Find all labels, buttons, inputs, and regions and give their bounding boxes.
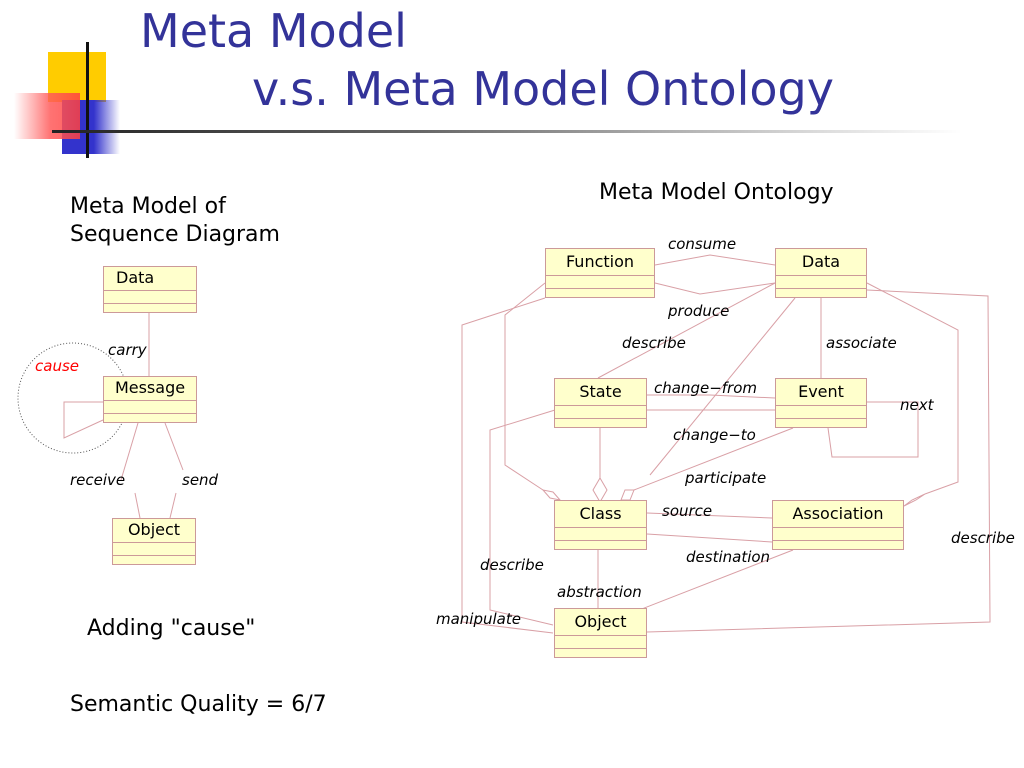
- box-section: [113, 556, 195, 568]
- label-change-to: change−to: [673, 426, 756, 444]
- label-describe-class-object: describe: [480, 556, 544, 574]
- label-participate: participate: [685, 469, 767, 487]
- box-section: [104, 401, 196, 414]
- logo-vertical-line: [86, 42, 89, 158]
- box-class-label: Class: [555, 501, 646, 528]
- box-section: [113, 543, 195, 556]
- box-event-label: Event: [776, 379, 866, 406]
- box-association-label: Association: [773, 501, 903, 528]
- label-describe-right: describe: [951, 529, 1015, 547]
- box-state-label: State: [555, 379, 646, 406]
- box-function: Function: [545, 248, 655, 298]
- label-abstraction: abstraction: [557, 583, 642, 601]
- box-section: [776, 276, 866, 289]
- left-box-message-label: Message: [104, 377, 196, 401]
- left-box-message: Message: [103, 376, 197, 423]
- label-consume: consume: [668, 235, 737, 253]
- label-cause: cause: [35, 357, 79, 375]
- adding-cause-note: Adding "cause": [87, 616, 256, 641]
- label-produce: produce: [668, 302, 730, 320]
- left-box-data: Data: [103, 266, 197, 313]
- box-section: [773, 541, 903, 553]
- box-function-label: Function: [546, 249, 654, 276]
- label-source: source: [662, 502, 713, 520]
- box-association: Association: [772, 500, 904, 550]
- box-section: [555, 541, 646, 553]
- right-heading: Meta Model Ontology: [599, 180, 834, 205]
- box-section: [555, 406, 646, 419]
- label-destination: destination: [686, 548, 771, 566]
- left-box-data-label: Data: [104, 267, 196, 291]
- box-section: [555, 649, 646, 661]
- box-data: Data: [775, 248, 867, 298]
- box-object: Object: [554, 608, 647, 658]
- left-box-object: Object: [112, 518, 196, 565]
- label-receive: receive: [70, 471, 126, 489]
- left-heading-line1: Meta Model of: [70, 194, 226, 219]
- label-carry: carry: [108, 341, 147, 359]
- semantic-quality: Semantic Quality = 6/7: [70, 692, 327, 717]
- box-section: [555, 419, 646, 431]
- label-send: send: [182, 471, 219, 489]
- left-box-object-label: Object: [113, 519, 195, 543]
- box-section: [776, 289, 866, 301]
- box-section: [555, 528, 646, 541]
- box-section: [104, 414, 196, 426]
- left-heading-line2: Sequence Diagram: [70, 222, 280, 247]
- box-section: [773, 528, 903, 541]
- box-section: [776, 419, 866, 431]
- box-section: [104, 291, 196, 304]
- box-state: State: [554, 378, 647, 428]
- slide-logo: [0, 0, 150, 160]
- slide-title-line1: Meta Model: [140, 4, 407, 58]
- label-describe-function-state: describe: [622, 334, 686, 352]
- label-associate: associate: [826, 334, 897, 352]
- title-underline: [52, 130, 962, 133]
- box-event: Event: [775, 378, 867, 428]
- box-section: [546, 289, 654, 301]
- label-manipulate: manipulate: [436, 610, 521, 628]
- slide-title-line2: v.s. Meta Model Ontology: [252, 62, 834, 116]
- box-class: Class: [554, 500, 647, 550]
- box-object-label: Object: [555, 609, 646, 636]
- label-next: next: [900, 396, 934, 414]
- box-section: [546, 276, 654, 289]
- box-section: [555, 636, 646, 649]
- box-section: [776, 406, 866, 419]
- box-data-label: Data: [776, 249, 866, 276]
- label-change-from: change−from: [654, 379, 758, 397]
- box-section: [104, 304, 196, 316]
